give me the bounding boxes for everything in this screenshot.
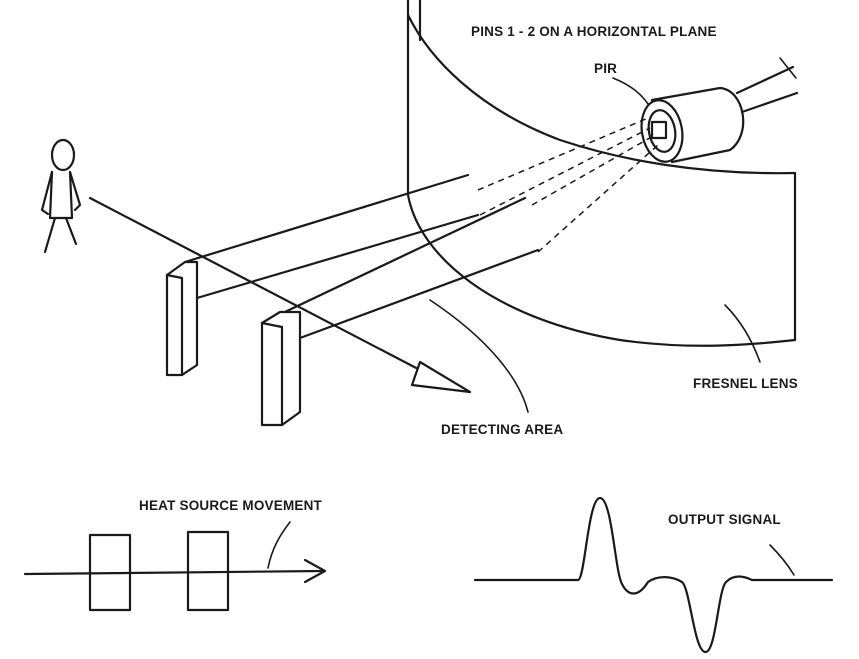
- housing-top-curve: [406, 13, 797, 175]
- pir-leader-line: [612, 77, 649, 105]
- beam-dash-3: [531, 134, 656, 206]
- fresnel-lens-housing: [406, 0, 797, 347]
- pir-sensor: [612, 57, 799, 164]
- movement-arrow: [88, 196, 472, 394]
- pir-label: PIR: [594, 61, 617, 76]
- output-waveform: [473, 496, 834, 654]
- pin-1: [735, 65, 795, 95]
- zone-2-edge: [260, 321, 284, 427]
- pir-element: [650, 120, 668, 140]
- person-arms: [40, 170, 82, 216]
- movement-arrow-shaft: [88, 196, 422, 372]
- output-signal-label: OUTPUT SIGNAL: [668, 512, 781, 527]
- output-signal-diagram: [473, 496, 834, 654]
- heat-movement-arrowhead: [303, 558, 327, 584]
- pin-guide-mark: [779, 57, 797, 79]
- beam-dash-4: [537, 144, 659, 253]
- fresnel-lens-label: FRESNEL LENS: [693, 376, 798, 391]
- detecting-zones: [165, 260, 302, 427]
- beam-2-top: [266, 196, 527, 322]
- heat-movement-line: [23, 569, 325, 576]
- person-legs: [43, 216, 78, 254]
- zone-1-edge: [165, 273, 184, 377]
- person-head: [50, 138, 76, 172]
- beam-1-bottom: [195, 213, 480, 300]
- person-figure: [40, 138, 82, 254]
- lens-bottom-curve: [406, 193, 797, 347]
- beam-2-bottom: [298, 248, 540, 340]
- detecting-area-label: DETECTING AREA: [441, 422, 563, 437]
- output-leader-line: [769, 544, 795, 576]
- movement-arrow-head: [410, 360, 472, 394]
- fresnel-leader-line: [724, 304, 761, 363]
- person-torso: [48, 170, 74, 220]
- pir-window-ring: [647, 109, 677, 153]
- pin-2: [740, 91, 799, 114]
- beam-1-top: [183, 173, 470, 264]
- beam-dash-1: [477, 117, 649, 191]
- heat-movement-diagram: [23, 521, 327, 612]
- heat-leader-line: [267, 521, 291, 569]
- detection-beams: [183, 117, 659, 340]
- heat-source-movement-label: HEAT SOURCE MOVEMENT: [139, 498, 323, 513]
- detecting-area-leader-line: [429, 299, 529, 413]
- beam-dash-2: [479, 127, 651, 216]
- pins-label: PINS 1 - 2 ON A HORIZONTAL PLANE: [471, 24, 717, 39]
